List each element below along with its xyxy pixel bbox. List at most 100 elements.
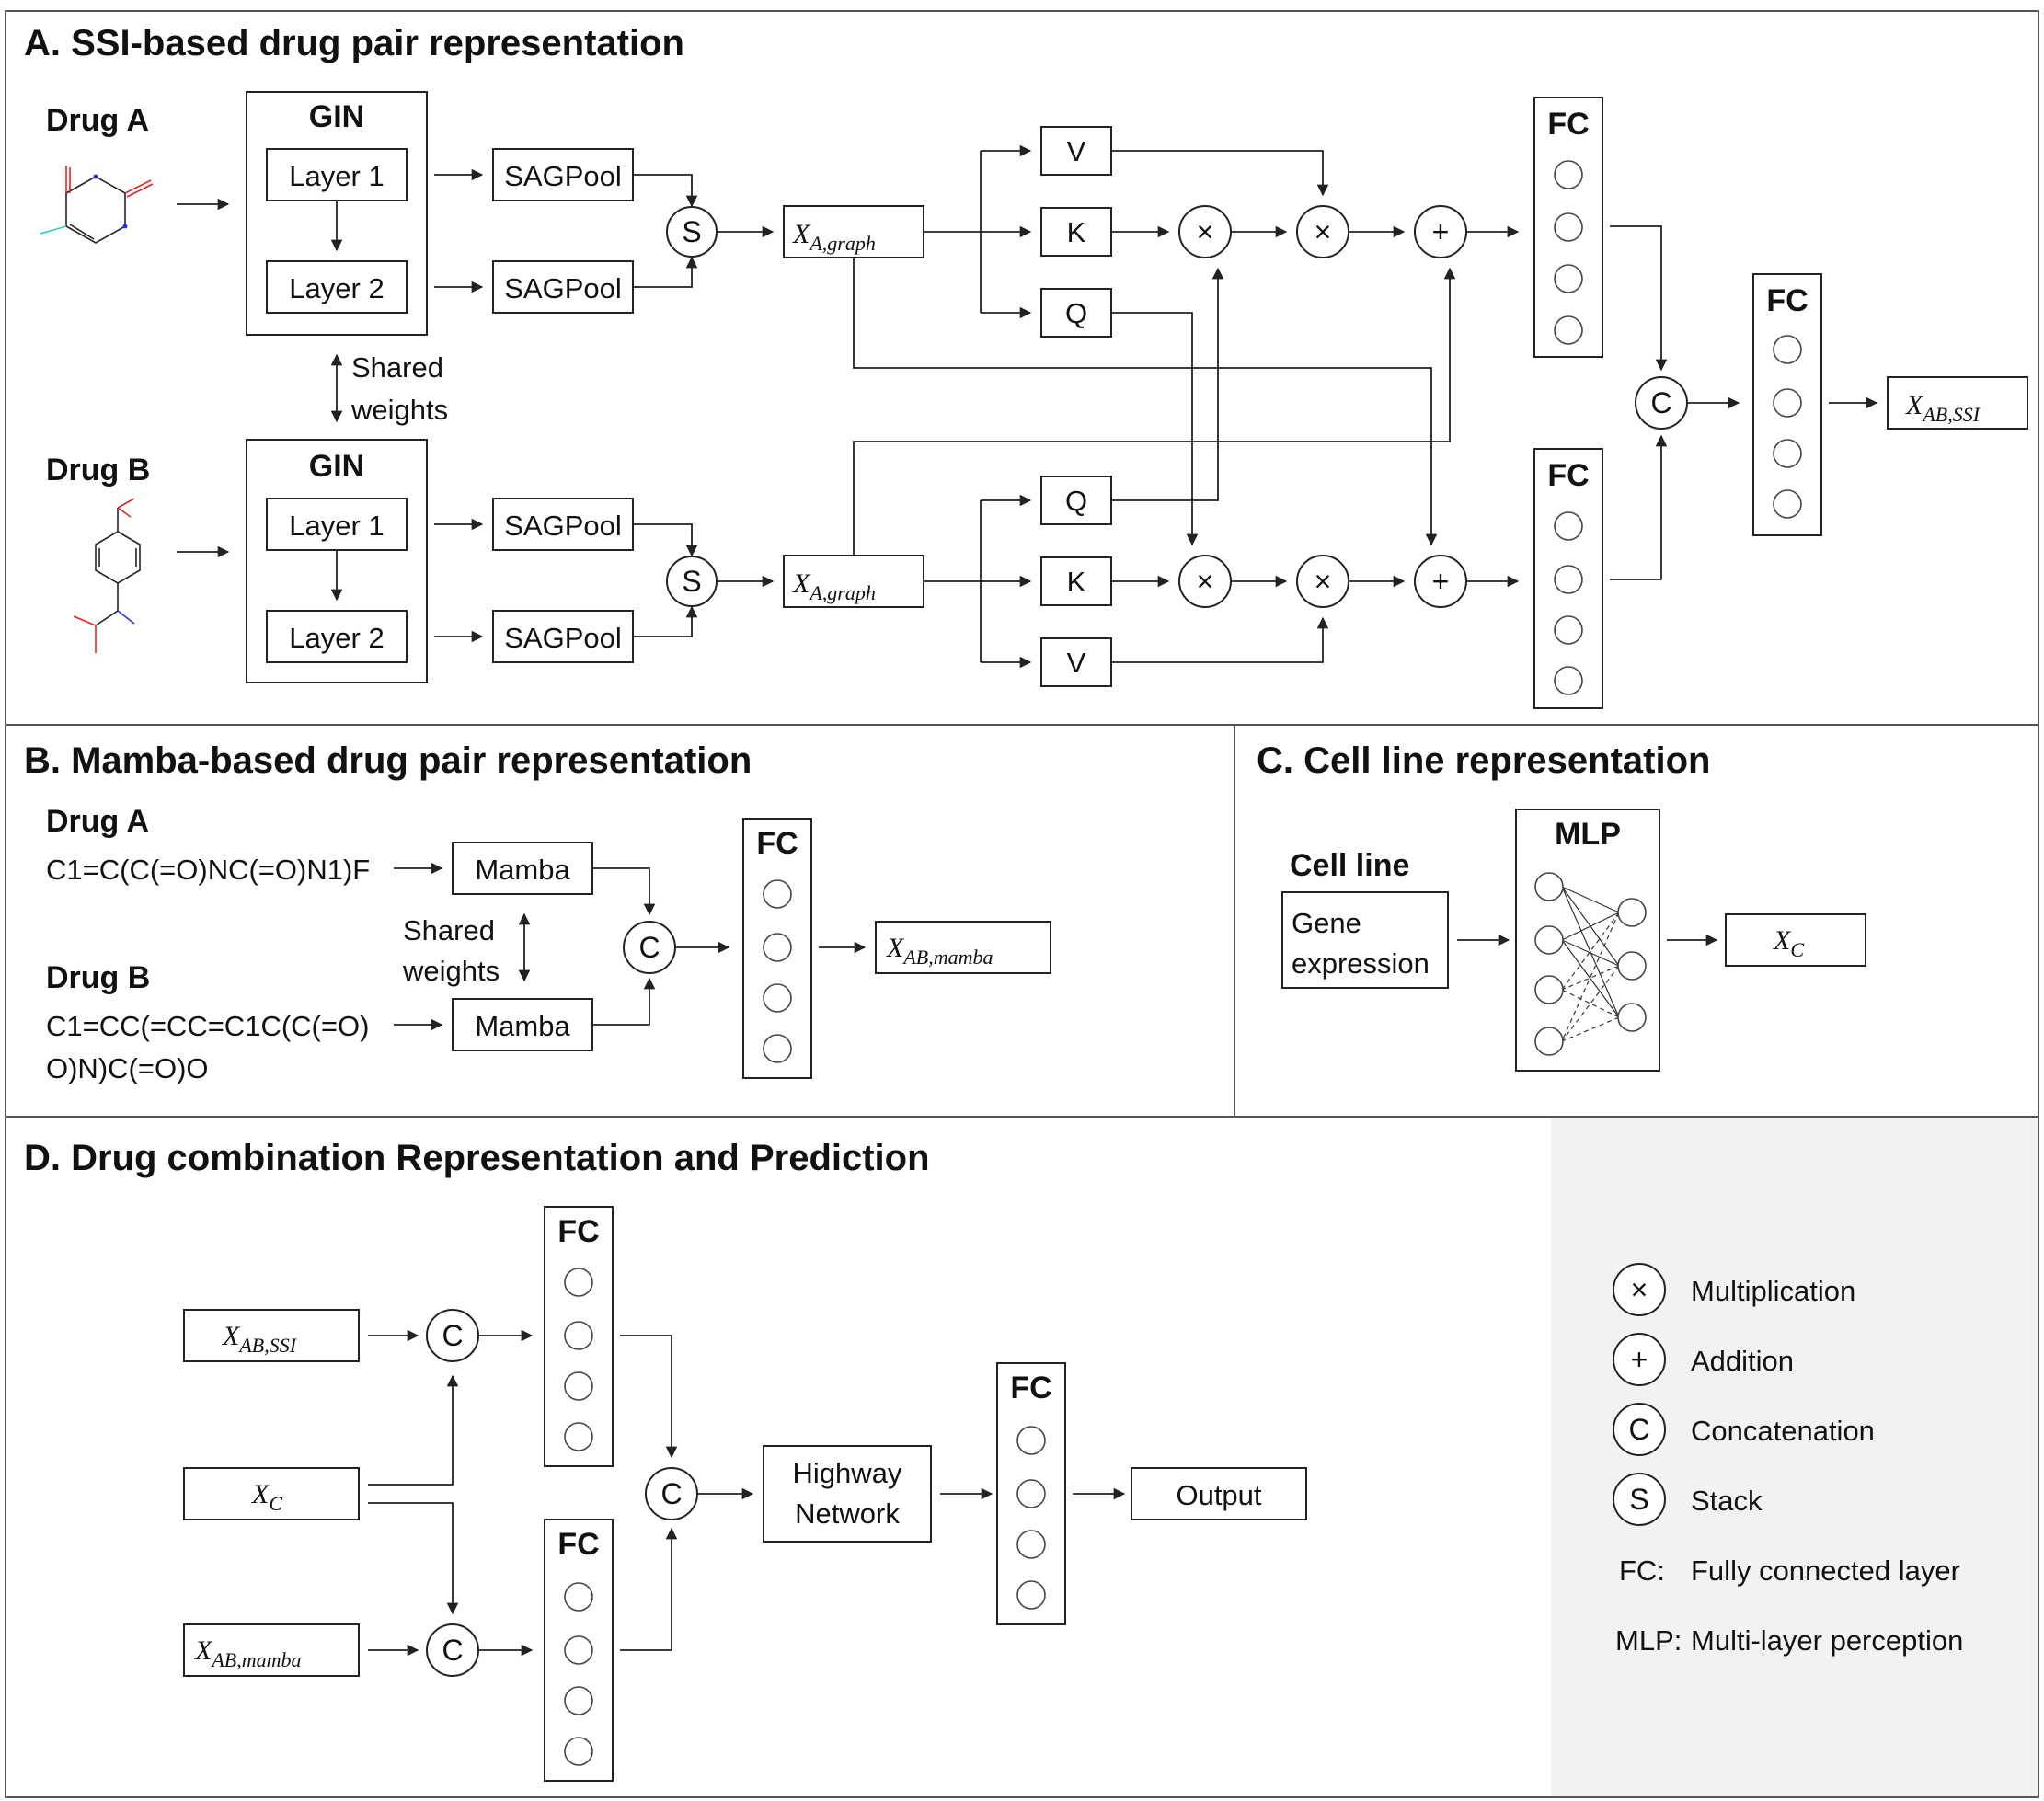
x-ab-mamba-label-d: XAB,mamba bbox=[194, 1635, 301, 1671]
x-ab-mamba-box-b bbox=[875, 921, 1051, 974]
x-graph-b-box bbox=[783, 555, 924, 608]
cell-line-label: Cell line bbox=[1290, 848, 1409, 883]
stack-op-b-symbol: S bbox=[682, 565, 701, 598]
legend-concat-symbol: C bbox=[1628, 1413, 1649, 1446]
legend-add-label: Addition bbox=[1691, 1345, 1794, 1377]
output-box bbox=[1131, 1467, 1307, 1520]
v-box-bottom bbox=[1040, 637, 1112, 687]
legend: × Multiplication + Addition C Concatenat… bbox=[1613, 1263, 1963, 1657]
xa-residual-to-add-bottom bbox=[853, 258, 1438, 546]
legend-concat-label: Concatenation bbox=[1691, 1415, 1875, 1447]
panel-d-title: D. Drug combination Representation and P… bbox=[24, 1138, 930, 1178]
gin-b-layer1-label: Layer 1 bbox=[289, 510, 384, 542]
gin-a-layer2-box bbox=[266, 260, 408, 314]
fc-d-top-label: FC bbox=[557, 1214, 599, 1249]
xc-label-d: XC bbox=[251, 1479, 282, 1515]
mlp-input-neuron bbox=[1534, 925, 1564, 955]
fc-a-top-neuron bbox=[1554, 264, 1583, 293]
panel-a: Drug A Drug B bbox=[40, 91, 2028, 709]
xc-to-concat-d1 bbox=[368, 1374, 459, 1486]
x-ab-mamba-label-b: XAB,mamba bbox=[886, 933, 993, 969]
fc-a-top-label: FC bbox=[1547, 107, 1589, 142]
fc-b-neuron bbox=[763, 1034, 792, 1063]
legend-add-symbol: + bbox=[1631, 1343, 1648, 1376]
fc-bottom-to-concat bbox=[1610, 434, 1668, 580]
gin-a-layer2-label: Layer 2 bbox=[289, 272, 384, 304]
gin-b-layer1-box bbox=[266, 498, 408, 551]
fc-a-bottom-neuron bbox=[1554, 511, 1583, 541]
gin-label-b: GIN bbox=[309, 449, 364, 484]
k-label-top: K bbox=[1067, 216, 1086, 248]
drug-a-molecule-icon bbox=[40, 166, 154, 244]
fc-a-final-neuron bbox=[1773, 439, 1802, 468]
k-box-top bbox=[1040, 207, 1112, 257]
xc-box-d bbox=[183, 1467, 360, 1520]
b-drug-a-label: Drug A bbox=[46, 804, 149, 839]
gin-a-layer1-box bbox=[266, 148, 408, 201]
gin-a-layer1-label: Layer 1 bbox=[289, 160, 384, 192]
concat-op-b-symbol: C bbox=[638, 931, 660, 964]
fc-a-top-neuron bbox=[1554, 315, 1583, 345]
sagpool-a1-box bbox=[492, 148, 634, 201]
v-box-top bbox=[1040, 126, 1112, 176]
gin-b-layer2-label: Layer 2 bbox=[289, 622, 384, 654]
legend-mlp-label: Multi-layer perception bbox=[1691, 1624, 1963, 1657]
highway-line2: Network bbox=[795, 1497, 900, 1530]
sag-a2-to-stack bbox=[633, 256, 698, 288]
sag-a1-to-stack bbox=[633, 174, 698, 208]
fc-d-top-neuron bbox=[564, 1422, 593, 1451]
b-shared-line2: weights bbox=[402, 955, 500, 987]
b-shared-line1: Shared bbox=[403, 914, 495, 946]
mlp-output-neuron bbox=[1617, 1003, 1647, 1032]
fc-d-final-neuron bbox=[1016, 1530, 1046, 1559]
mult-op-bottom-2-symbol: × bbox=[1315, 565, 1332, 598]
fc-a-top-neuron bbox=[1554, 212, 1583, 242]
legend-background bbox=[1551, 1118, 2038, 1796]
sag-b2-to-stack bbox=[633, 605, 698, 637]
x-ab-ssi-label-a: XAB,SSI bbox=[1905, 390, 1981, 426]
smiles-a: C1=C(C(=O)NC(=O)N1)F bbox=[46, 854, 370, 886]
drug-b-label: Drug B bbox=[46, 453, 150, 488]
fc-d-bottom-neuron bbox=[564, 1582, 593, 1612]
legend-stack-symbol: S bbox=[1629, 1483, 1648, 1516]
legend-fc-key: FC: bbox=[1619, 1554, 1665, 1587]
gin-label-a: GIN bbox=[309, 99, 364, 134]
sagpool-a2-box bbox=[492, 260, 634, 314]
panel-a-title: A. SSI-based drug pair representation bbox=[24, 23, 684, 63]
x-ab-mamba-box-d bbox=[183, 1623, 360, 1677]
fc-d-bottom-neuron bbox=[564, 1737, 593, 1766]
sagpool-b1-box bbox=[492, 498, 634, 551]
mult-op-bottom-1-symbol: × bbox=[1197, 565, 1214, 598]
mamba-box-a bbox=[452, 842, 593, 895]
panel-c: Cell line Gene expression MLP bbox=[1281, 809, 1866, 1072]
sagpool-b1-label: SAGPool bbox=[504, 510, 622, 542]
fc-a-bottom-neuron bbox=[1554, 615, 1583, 645]
fc-b-neuron bbox=[763, 879, 792, 909]
fc-a-final-label: FC bbox=[1766, 283, 1808, 318]
shared-weights-line1: Shared bbox=[351, 351, 443, 384]
x-ab-ssi-box-d bbox=[183, 1309, 360, 1362]
fc-a-top bbox=[1533, 97, 1603, 358]
fc-b-neuron bbox=[763, 983, 792, 1013]
v-top-to-mul2 bbox=[1111, 150, 1329, 197]
xc-box-c bbox=[1725, 913, 1866, 967]
concat-op-d3-symbol: C bbox=[660, 1477, 682, 1510]
legend-concat-icon bbox=[1613, 1403, 1666, 1456]
sagpool-a1-label: SAGPool bbox=[504, 160, 622, 192]
fc-d-final-label: FC bbox=[1010, 1371, 1051, 1405]
gene-expression-box bbox=[1281, 891, 1449, 989]
mamba-box-b bbox=[452, 998, 593, 1051]
mamba-a-to-concat bbox=[592, 867, 656, 916]
fc-d-bottom-neuron bbox=[564, 1686, 593, 1715]
mamba-b-to-concat bbox=[592, 977, 656, 1026]
mlp-input-neuron bbox=[1534, 1027, 1564, 1056]
fc-b-label: FC bbox=[756, 826, 798, 861]
smiles-b-line2: O)N)C(=O)O bbox=[46, 1052, 209, 1084]
fc-b-neuron bbox=[763, 933, 792, 962]
panel-c-title: C. Cell line representation bbox=[1257, 740, 1710, 781]
legend-add-icon bbox=[1613, 1333, 1666, 1386]
q-top-to-mul-bottom bbox=[1111, 312, 1199, 546]
legend-stack-icon bbox=[1613, 1473, 1666, 1526]
panel-b: Drug A C1=C(C(=O)NC(=O)N1)F Drug B C1=CC… bbox=[46, 804, 1051, 1084]
